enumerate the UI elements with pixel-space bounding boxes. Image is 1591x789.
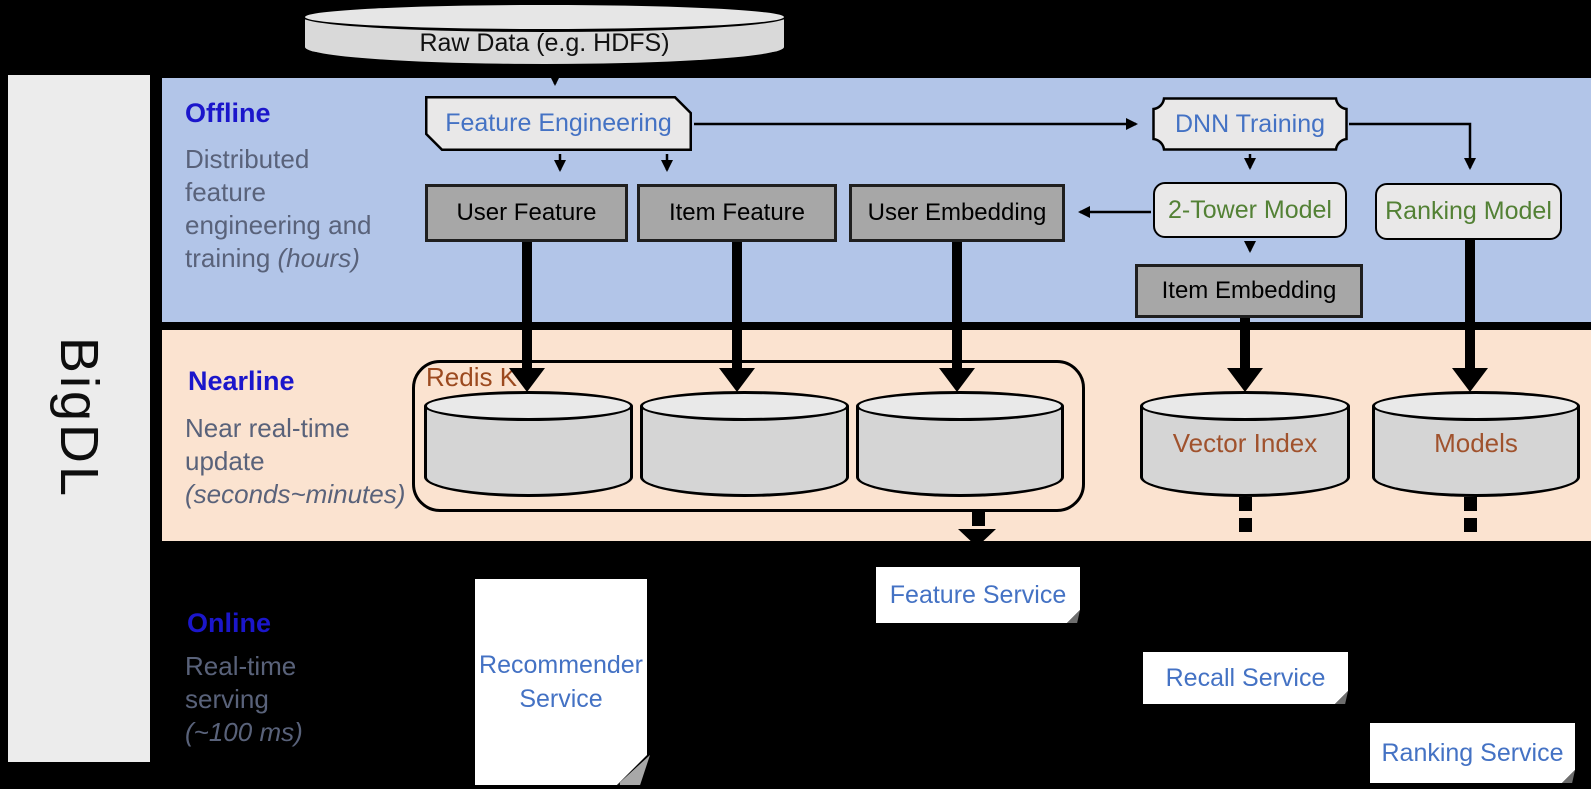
item-feature-node: Item Feature	[637, 184, 837, 242]
redis-kv-container	[412, 360, 1085, 512]
bigdl-sidebar: BigDL	[8, 75, 150, 762]
models-label: Models	[1434, 428, 1518, 458]
pipe-arrowhead	[1227, 368, 1263, 392]
feature-service-node: Feature Service	[876, 567, 1080, 623]
redis-cylinder-2	[640, 391, 849, 497]
dash-models-down	[1464, 518, 1477, 532]
ranking-service-node: Ranking Service	[1370, 723, 1575, 783]
pipe-arrowhead	[509, 368, 545, 392]
recall-service-node: Recall Service	[1143, 652, 1348, 704]
online-section-description: Real-time serving (~100 ms)	[185, 651, 303, 747]
ranking-model-node: Ranking Model	[1375, 183, 1562, 240]
dash-models-down	[1464, 497, 1477, 511]
redis-cylinder-1	[424, 391, 633, 497]
nearline-section-title: Nearline	[188, 366, 295, 396]
bigdl-label: BigDL	[49, 337, 109, 500]
pipe-arrowhead	[719, 368, 755, 392]
pipe-arrowhead	[1452, 368, 1488, 392]
vector-index-label: Vector Index	[1172, 428, 1318, 458]
arrowhead-redis-to-feature-service	[958, 529, 996, 547]
nearline-section-description: Near real-time update (seconds~minutes)	[185, 413, 406, 509]
offline-section-description: Distributed feature engineering and trai…	[185, 144, 372, 273]
pipe-arrowhead	[939, 368, 975, 392]
feature-engineering-shape	[425, 96, 692, 151]
offline-section-title: Offline	[185, 98, 271, 128]
two-tower-model-node: 2-Tower Model	[1153, 182, 1347, 238]
dnn-training-shape	[1152, 97, 1348, 151]
dash-vector-index-down	[1239, 497, 1252, 511]
models-cylinder: Models	[1372, 391, 1580, 497]
dnn-training-node: DNN Training	[1174, 109, 1326, 138]
item-embedding-node: Item Embedding	[1135, 264, 1363, 318]
arrow-dnn-training-to-ranking-model	[1349, 122, 1476, 170]
dash-vector-index-down	[1239, 518, 1252, 532]
raw-data-label: Raw Data (e.g. HDFS)	[419, 29, 670, 57]
raw-data-cylinder: Raw Data (e.g. HDFS)	[302, 2, 787, 67]
online-section-title: Online	[187, 608, 272, 638]
user-feature-node: User Feature	[425, 184, 628, 242]
recommender-service-node: Recommender Service	[475, 579, 647, 785]
stub-redis-to-feature-service	[972, 512, 985, 526]
redis-cylinder-3	[856, 391, 1064, 497]
user-embedding-node: User Embedding	[849, 184, 1065, 242]
feature-engineering-node: Feature Engineering	[445, 109, 672, 137]
vector-index-cylinder: Vector Index	[1140, 391, 1350, 497]
